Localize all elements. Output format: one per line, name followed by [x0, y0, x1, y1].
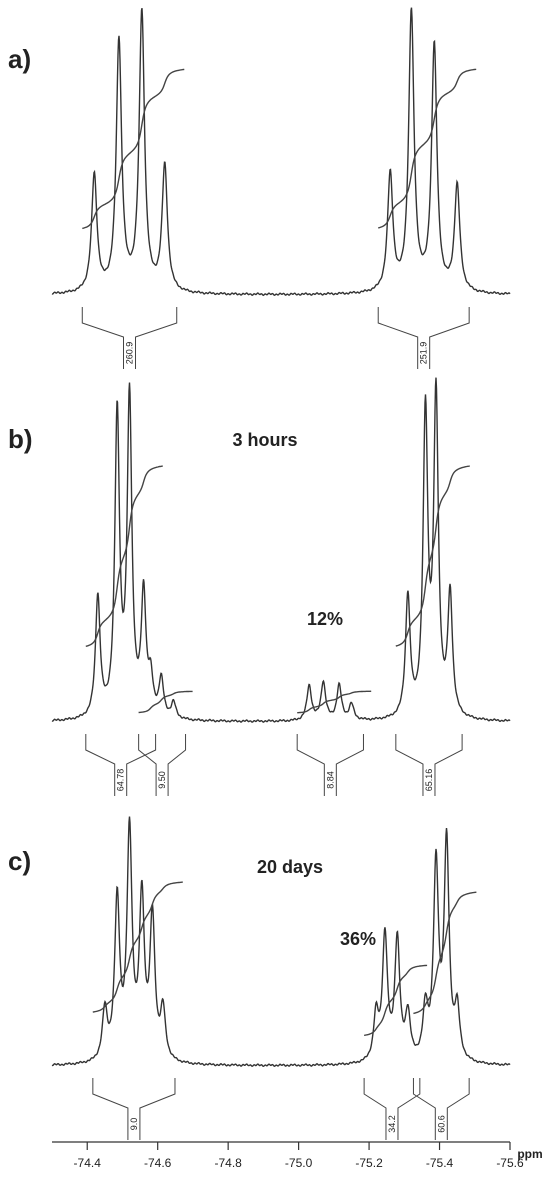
integral-curve-1-1 [82, 68, 185, 230]
integral-curve-3-1 [92, 881, 183, 1013]
x-tick-label-5: -75.4 [426, 1156, 454, 1170]
spectrum-trace-1 [51, 7, 511, 297]
integral-value-3-1: 9.0 [129, 1118, 139, 1131]
x-tick-label-2: -74.8 [214, 1156, 242, 1170]
integral-curve-1-2 [377, 68, 477, 229]
x-tick-label-3: -75.0 [285, 1156, 313, 1170]
x-tick-label-0: -74.4 [74, 1156, 102, 1170]
integral-curve-2-4 [395, 465, 470, 647]
spectrum-trace-3 [51, 816, 511, 1068]
integral-curve-2-1 [85, 465, 163, 647]
integral-value-2-4: 65.16 [424, 769, 434, 792]
panel-label-b: b) [8, 424, 33, 454]
integral-curve-3-3 [413, 891, 477, 1015]
panel-label-c: c) [8, 846, 31, 876]
integration-bracket-2-3 [296, 734, 364, 796]
panel-c: c) 20 days 36% 9.0 34.2 60.6 [8, 816, 511, 1140]
integration-bracket-3-3 [412, 1078, 470, 1140]
x-tick-label-6: -75.6 [496, 1156, 524, 1170]
integral-curve-2-3 [297, 690, 372, 714]
integral-value-3-2: 34.2 [387, 1115, 397, 1133]
integration-bracket-2-4 [395, 734, 463, 796]
panel-label-a: a) [8, 44, 31, 74]
integral-value-3-3: 60.6 [436, 1115, 446, 1133]
integration-bracket-2-2 [138, 734, 187, 796]
percent-annotation-c: 36% [340, 929, 376, 949]
integral-value-1-1: 260.9 [125, 342, 135, 365]
x-axis-label: ppm [517, 1147, 542, 1161]
integral-curve-3-2 [364, 964, 428, 1036]
time-annotation-c: 20 days [257, 857, 323, 877]
integral-value-2-1: 64.78 [116, 769, 126, 792]
integration-bracket-3-1 [92, 1078, 176, 1140]
integral-value-1-2: 251.9 [419, 342, 429, 365]
x-tick-label-4: -75.2 [355, 1156, 383, 1170]
x-axis: ppm -74.4 -74.6 -74.8 -75.0 -75.2 -75.4 -75.6 [52, 1141, 543, 1170]
panel-a: a) 260.9 251.9 [8, 7, 511, 369]
integration-bracket-3-2 [363, 1078, 421, 1140]
integration-bracket-1-1 [81, 307, 178, 369]
integral-value-2-2: 9.50 [157, 771, 167, 789]
integral-curve-2-2 [138, 690, 193, 714]
integral-value-2-3: 8.84 [325, 771, 335, 789]
spectrum-trace-2 [51, 377, 511, 723]
integration-bracket-1-2 [377, 307, 470, 369]
x-tick-label-1: -74.6 [144, 1156, 172, 1170]
time-annotation-b: 3 hours [232, 430, 297, 450]
percent-annotation-b: 12% [307, 609, 343, 629]
panel-b: b) 3 hours 12% 64.78 9.50 8.84 65.16 [8, 377, 511, 796]
integration-bracket-2-1 [85, 734, 157, 796]
